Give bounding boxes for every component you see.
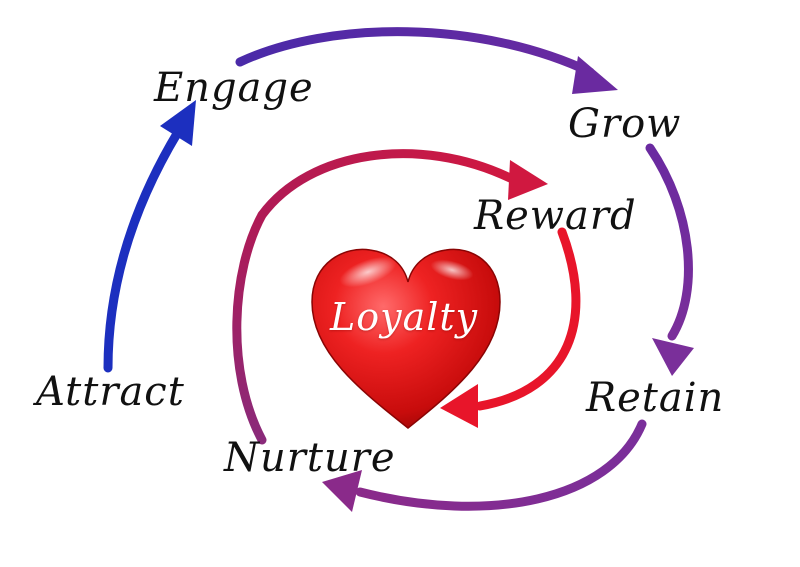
arrow-grow-to-retain [645,143,694,376]
label-attract: Attract [36,369,185,415]
arrow-reward-to-loyalty [440,227,581,428]
arrow-retain-to-nurture [322,419,647,512]
label-reward: Reward [474,193,637,239]
arrow-attract-to-engage [103,100,196,373]
label-retain: Retain [586,375,725,421]
arrow-nurture-to-reward [232,149,548,445]
label-engage: Engage [154,65,314,111]
heart-icon [311,248,501,429]
label-grow: Grow [568,101,682,147]
arrow-engage-to-grow [235,27,618,94]
label-loyalty: Loyalty [330,295,479,339]
label-nurture: Nurture [224,435,396,481]
